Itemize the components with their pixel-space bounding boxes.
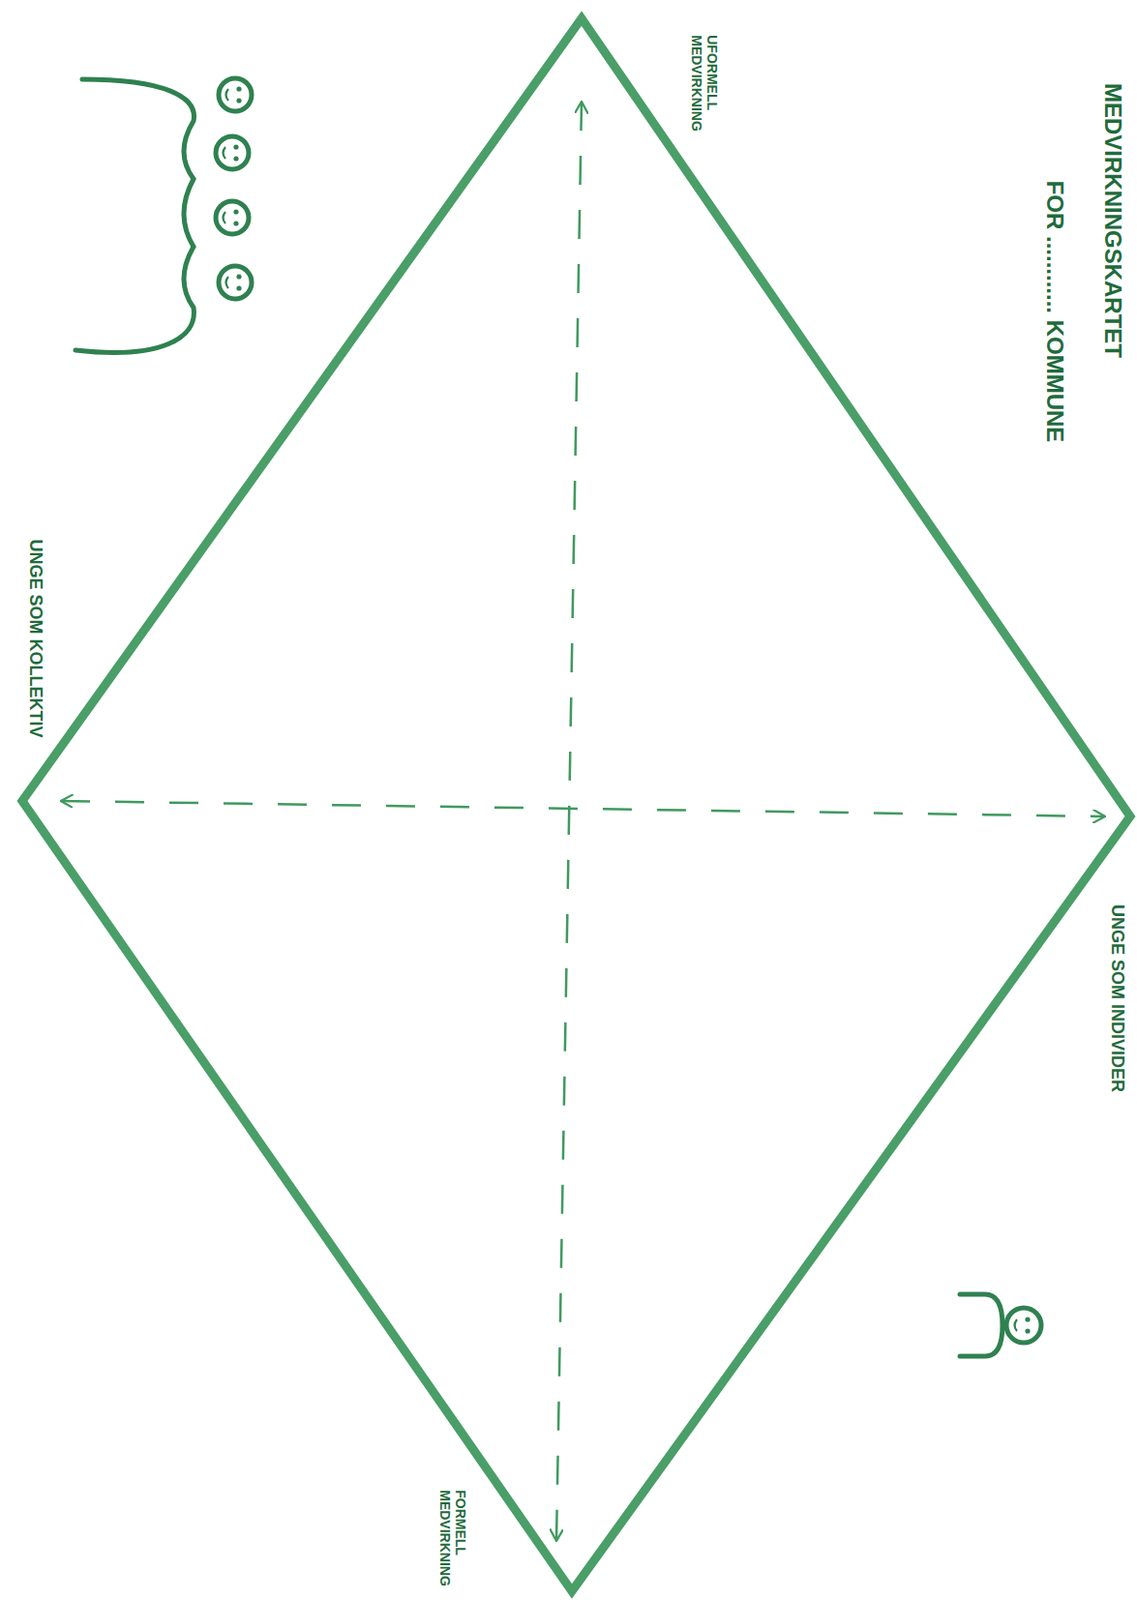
group-icon (75, 78, 252, 353)
group-faces (233, 86, 241, 291)
map-title: MEDVIRKNINGSKARTET (1099, 83, 1127, 359)
map-diamond (22, 18, 1131, 1592)
vertex-label: UFORMELL MEDVIRKNING (688, 34, 720, 132)
vertex-label: FORMELL MEDVIRKNING (437, 1490, 469, 1587)
person-icon (959, 1294, 1042, 1357)
vertex-label: UNGE SOM KOLLEKTIV (26, 538, 47, 738)
group-smiles (223, 89, 230, 289)
individual-axis (60, 801, 1106, 817)
municipality-line: FOR ............ KOMMUNE (1041, 180, 1069, 444)
vertex-label: UNGE SOM INDIVIDER (1107, 904, 1129, 1093)
person-face (1015, 1316, 1031, 1334)
formal-axis (556, 101, 582, 1542)
